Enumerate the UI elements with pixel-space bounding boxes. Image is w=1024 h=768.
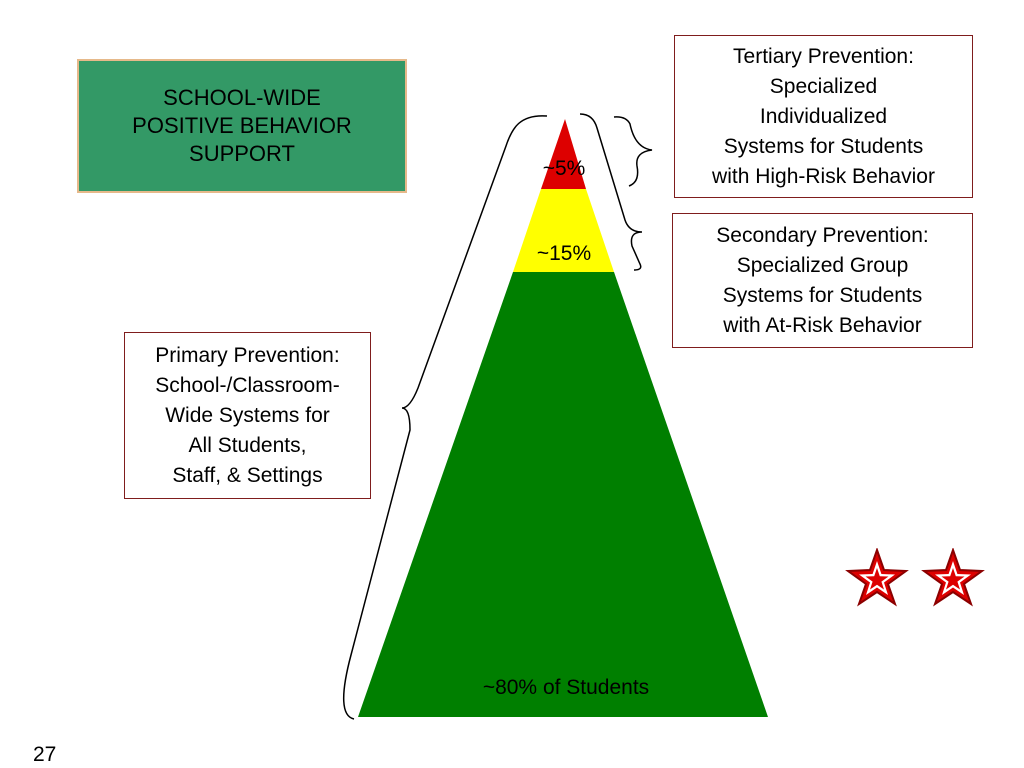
tertiary-line: Tertiary Prevention: [733,44,914,68]
tertiary-line: Systems for Students [723,134,924,158]
primary-line: Wide Systems for [165,403,330,427]
primary-line: Staff, & Settings [172,463,323,487]
star-icon [847,549,907,605]
slide-number: 27 [33,743,57,766]
title-line: SCHOOL-WIDE [163,85,321,110]
primary-line: Primary Prevention: [155,343,340,367]
secondary-line: Specialized Group [736,253,909,277]
secondary-prevention-box: Secondary Prevention: Specialized Group … [672,213,973,348]
primary-line: All Students, [188,433,307,457]
secondary-line: Systems for Students [722,283,923,307]
secondary-brace [579,113,643,271]
tertiary-line: with High-Risk Behavior [712,164,935,188]
tertiary-line: Specialized [769,74,878,98]
pyramid-label-bottom: ~80% of Students [483,676,649,699]
title-line: POSITIVE BEHAVIOR [132,113,352,138]
primary-brace [342,115,548,720]
pyramid-tier-bottom [358,272,768,717]
star-icon [923,549,983,605]
secondary-line: with At-Risk Behavior [723,313,922,337]
pyramid-tier-middle [513,189,614,272]
tertiary-prevention-box: Tertiary Prevention: Specialized Individ… [674,35,973,198]
secondary-line: Secondary Prevention: [716,223,929,247]
pyramid-label-top: ~5% [543,157,586,180]
primary-prevention-box: Primary Prevention: School-/Classroom- W… [124,332,371,499]
title-box: SCHOOL-WIDE POSITIVE BEHAVIOR SUPPORT [77,59,407,193]
pyramid-label-middle: ~15% [537,242,591,265]
primary-line: School-/Classroom- [155,373,340,397]
title-line: SUPPORT [189,141,295,166]
tertiary-brace [613,116,653,187]
tertiary-line: Individualized [759,104,888,128]
pyramid-tier-top [541,119,586,189]
